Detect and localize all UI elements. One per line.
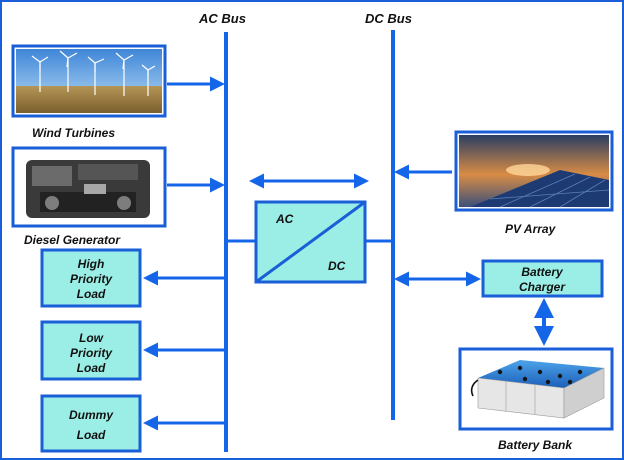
pv-array-image [454,130,614,212]
battery-charger-box: Battery Charger [481,259,604,298]
converter-dc-text: DC [328,259,346,273]
high-priority-line2: Priority [70,272,113,286]
high-priority-load-box: High Priority Load [40,248,142,308]
battery-bank-image [458,347,614,431]
ac-bus-label: AC Bus [198,11,246,26]
pv-array-label: PV Array [505,222,557,236]
low-priority-line2: Priority [70,346,113,360]
battery-charger-line1: Battery [521,265,564,279]
converter-ac-text: AC [275,212,294,226]
battery-bank-label: Battery Bank [498,438,573,452]
high-priority-line1: High [78,257,105,271]
dc-bus-label: DC Bus [365,11,412,26]
wind-turbines-label: Wind Turbines [32,126,115,140]
diesel-generator-label: Diesel Generator [24,233,121,247]
dummy-load-line1: Dummy [69,408,114,422]
ac-dc-converter: AC DC [254,200,367,284]
wind-turbines-image [11,44,167,118]
high-priority-line3: Load [77,287,106,301]
converter-diagonal [255,200,366,284]
low-priority-load-box: Low Priority Load [40,320,142,381]
low-priority-line1: Low [79,331,104,345]
dummy-load-box: Dummy Load [40,394,142,453]
dummy-load-line2: Load [77,428,106,442]
low-priority-line3: Load [77,361,106,375]
battery-charger-line2: Charger [519,280,566,294]
diesel-generator-image [11,146,167,228]
